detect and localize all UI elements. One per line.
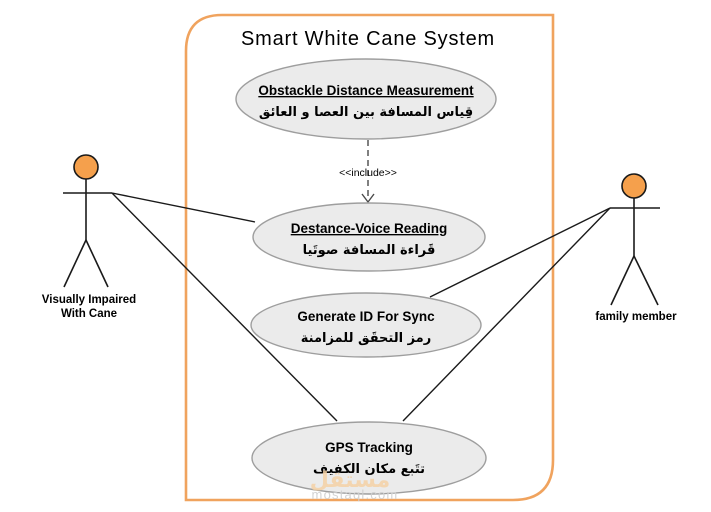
- usecase-name-ar: قَراءة المسافة صوتَيا: [303, 243, 436, 258]
- usecase-name-en: Obstackle Distance Measurement: [258, 83, 474, 98]
- actor-label-line1: Visually Impaired: [42, 294, 136, 306]
- system-boundary: [184, 13, 555, 502]
- system-title: Smart White Cane System: [241, 28, 495, 50]
- actor-visually-impaired: Visually Impaired With Cane: [42, 154, 136, 320]
- actor-label-line1: family member: [595, 311, 677, 323]
- usecase-ellipse: [250, 292, 482, 358]
- actor-leg-right: [633, 255, 659, 306]
- actor-head: [73, 154, 99, 180]
- usecase-generate-id: Generate ID For Sync رمز التحقَق للمزامن…: [250, 292, 482, 358]
- usecase-name-en: Generate ID For Sync: [297, 309, 435, 324]
- actor-family-member: family member: [595, 173, 677, 323]
- usecase-ellipse: [252, 202, 486, 272]
- usecase-name-ar: قِياس المسافة بين العصا و العائق: [259, 105, 473, 120]
- usecase-name-ar: رمز التحقَق للمزامنة: [301, 331, 431, 346]
- watermark: مستقل mostaql.com: [310, 468, 399, 502]
- usecase-name-en: GPS Tracking: [325, 440, 413, 455]
- include-arrowhead: [361, 193, 375, 204]
- usecase-name-en: Destance-Voice Reading: [291, 221, 448, 236]
- actor-leg-right: [85, 239, 109, 288]
- association-left-voice-reading: [111, 192, 256, 223]
- usecase-ellipse: [235, 58, 497, 140]
- actor-head: [621, 173, 647, 199]
- usecase-ellipse: [251, 421, 487, 495]
- actor-leg-left: [610, 255, 635, 306]
- association-left-gps-tracking: [111, 192, 338, 422]
- usecase-obstacle-distance: Obstackle Distance Measurement قِياس الم…: [235, 58, 497, 140]
- association-right-gps-tracking: [402, 207, 611, 422]
- actor-leg-left: [63, 239, 87, 288]
- usecase-voice-reading: Destance-Voice Reading قَراءة المسافة صو…: [252, 202, 486, 272]
- association-right-generate-id: [429, 207, 611, 298]
- include-label: <<include>>: [339, 167, 397, 179]
- watermark-domain: mostaql.com: [312, 487, 399, 502]
- usecase-name-ar: تتَبع مكان الكفيف: [313, 462, 425, 477]
- actor-label-line2: With Cane: [61, 308, 117, 320]
- usecase-gps-tracking: GPS Tracking تتَبع مكان الكفيف: [251, 421, 487, 495]
- watermark-logo: مستقل: [310, 468, 390, 493]
